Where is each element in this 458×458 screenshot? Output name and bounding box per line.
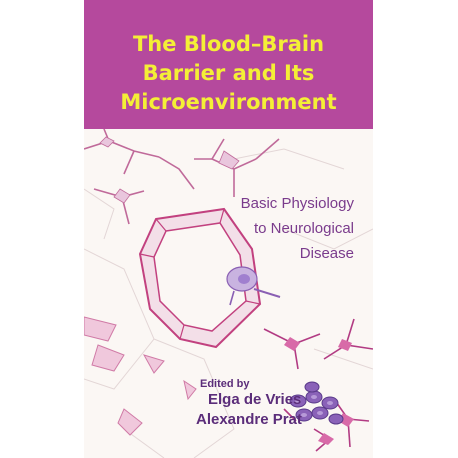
astrocyte-cell-icon (84, 129, 280, 225)
editor-name-2: Alexandre Prat (196, 411, 302, 428)
book-cover: The Blood–Brain Barrier and Its Microenv… (84, 0, 373, 458)
background-cell-outlines (84, 148, 373, 458)
editor-name-1: Elga de Vries (208, 391, 302, 408)
blood-cell-highlights (295, 395, 333, 417)
pericyte-cell-icon (226, 266, 281, 306)
subtitle-line-2: to Neurological (253, 220, 354, 237)
subtitle-line-3: Disease (299, 245, 354, 262)
title-line-2: Barrier and Its (142, 61, 315, 85)
cover-illustration (84, 129, 373, 458)
astrocyte-fills (99, 136, 240, 204)
edited-by-label: Edited by (200, 378, 250, 390)
blood-vessel-cross-section-icon (138, 207, 262, 349)
book-subtitle: Basic Physiology to Neurological Disease (204, 191, 354, 266)
title-line-3: Microenvironment (120, 90, 337, 114)
book-title: The Blood–Brain Barrier and Its Microenv… (84, 30, 373, 117)
title-line-1: The Blood–Brain (132, 32, 325, 56)
subtitle-line-1: Basic Physiology (240, 195, 354, 212)
title-band: The Blood–Brain Barrier and Its Microenv… (84, 0, 373, 129)
lower-left-cell-icons (84, 316, 197, 436)
